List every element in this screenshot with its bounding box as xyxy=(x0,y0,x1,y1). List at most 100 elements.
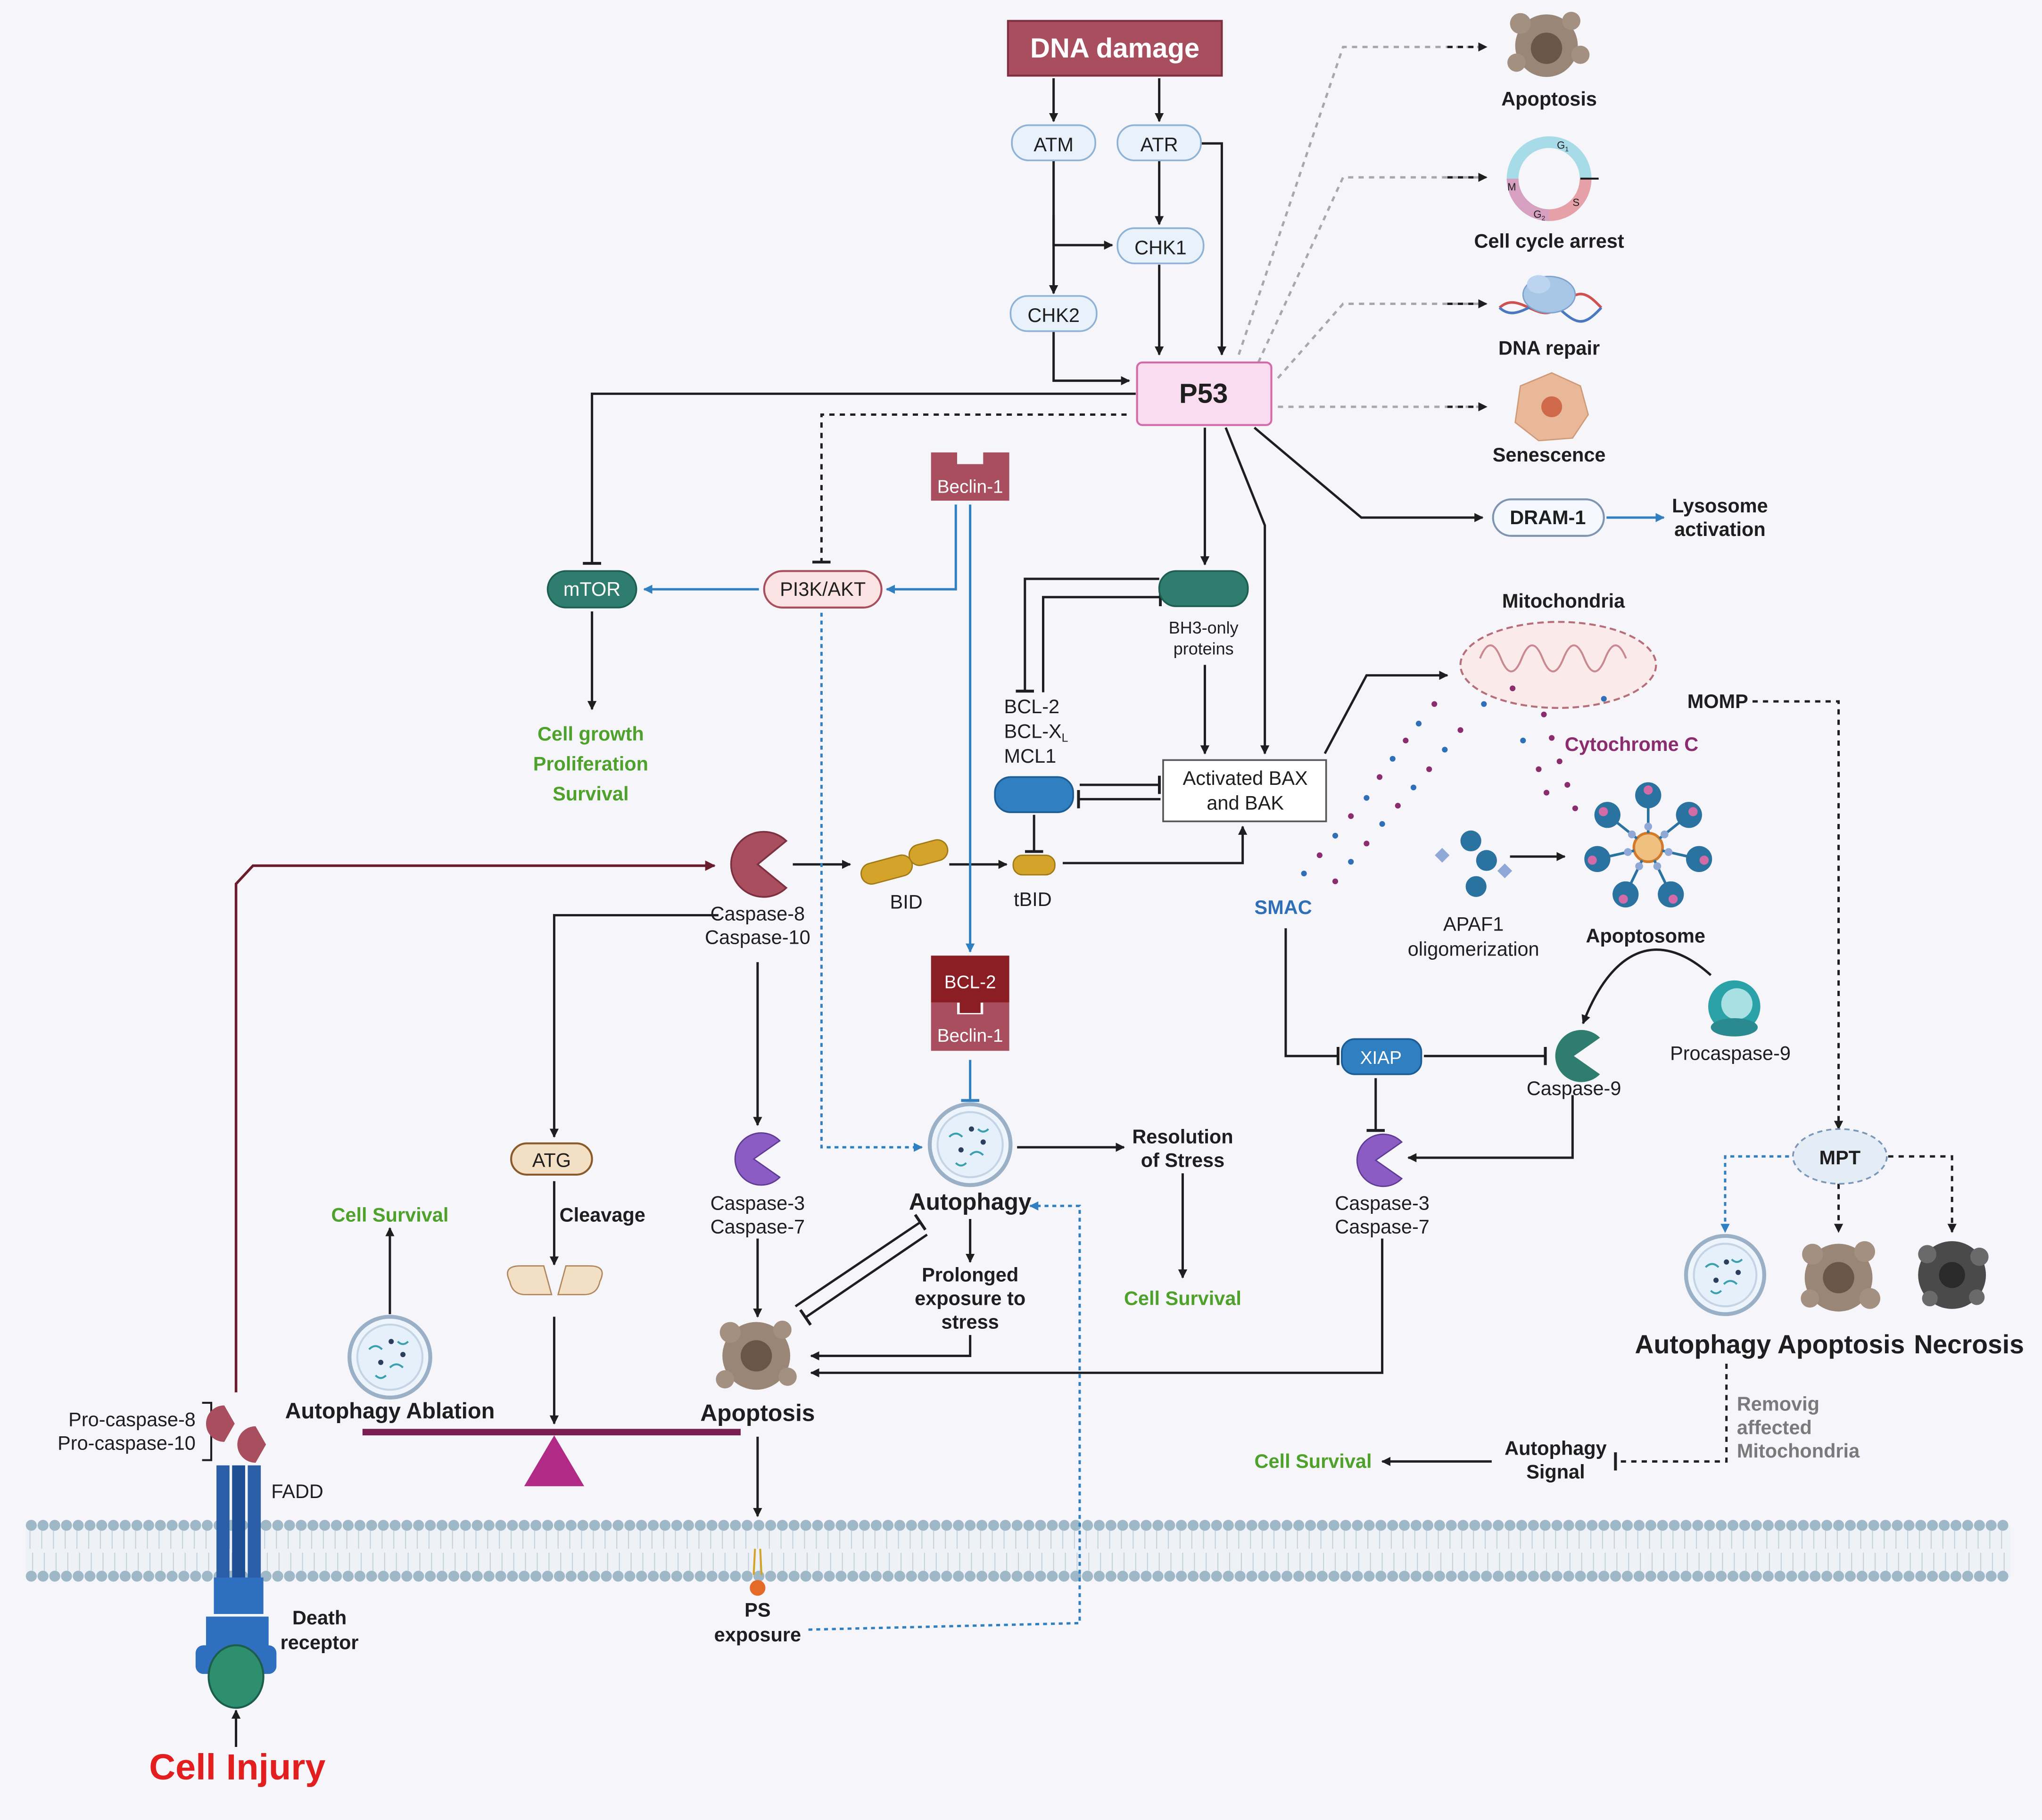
atg-label: ATG xyxy=(532,1149,571,1171)
caspase810-node: Caspase-8 Caspase-10 xyxy=(705,831,810,948)
outcome-apoptosis: Apoptosis xyxy=(1501,11,1597,110)
atr-label: ATR xyxy=(1141,133,1178,156)
removing-label-2: affected xyxy=(1737,1416,1812,1438)
ps-exposure-node: PS exposure xyxy=(714,1548,801,1646)
cleavage-label: Cleavage xyxy=(560,1203,645,1226)
outcome-cell-cycle-arrest: G1 S G2 M Cell cycle arrest xyxy=(1474,136,1624,252)
resolution-label-2: of Stress xyxy=(1141,1149,1224,1171)
cell-survival-center-label: Cell Survival xyxy=(1124,1287,1241,1309)
death-receptor-label-2: receptor xyxy=(281,1631,359,1654)
outcome-senescence-label: Senescence xyxy=(1493,444,1606,466)
mpt-node: MPT xyxy=(1792,1128,1888,1185)
atm-label: ATM xyxy=(1033,133,1073,156)
necrotic-cell-icon xyxy=(1918,1241,1989,1309)
apoptotic-cell-icon xyxy=(1801,1241,1881,1312)
apoptosome-node: Apoptosome xyxy=(1584,782,1712,947)
prolonged-label-2: exposure to xyxy=(915,1287,1025,1309)
bcl2-protein-shape xyxy=(994,776,1074,813)
p53-label: P53 xyxy=(1179,379,1228,409)
bax-label-1: Activated BAX xyxy=(1183,767,1308,789)
mpt-outcome-apoptosis: Apoptosis xyxy=(1777,1241,1905,1359)
mpt-outcome-autophagy: Autophagy xyxy=(1635,1234,1771,1359)
beclin1-complex-label: Beclin-1 xyxy=(937,1026,1003,1046)
mtor-label: mTOR xyxy=(563,578,620,600)
outcome-dna-repair-label: DNA repair xyxy=(1498,337,1600,359)
apaf1-icon xyxy=(1435,830,1513,897)
atg-node: ATG xyxy=(510,1142,593,1176)
mpt-apoptosis-label: Apoptosis xyxy=(1777,1330,1905,1359)
bcl2-family-label-3: MCL1 xyxy=(1004,745,1057,767)
prolonged-label-1: Prolonged xyxy=(922,1264,1018,1286)
chk1-label: CHK1 xyxy=(1134,236,1187,258)
bcl2-complex-label: BCL-2 xyxy=(944,972,996,992)
lysosome-label-1: Lysosome xyxy=(1672,494,1768,517)
atm-node: ATM xyxy=(1011,124,1096,162)
apaf1-label-2: oligomerization xyxy=(1408,938,1539,960)
mitochondria-node: Mitochondria MOMP xyxy=(1459,590,1748,712)
caspase37-left-label-2: Caspase-7 xyxy=(711,1215,805,1237)
lysosome-label-2: activation xyxy=(1674,518,1766,540)
dna-damage-box: DNA damage xyxy=(1007,20,1223,77)
cycle-g2-label: G2 xyxy=(1533,208,1545,222)
outcome-apoptosis-label: Apoptosis xyxy=(1501,88,1597,110)
autophagosome-icon xyxy=(1684,1234,1767,1316)
smac-label: SMAC xyxy=(1255,896,1312,918)
death-receptor-label-1: Death xyxy=(292,1606,347,1629)
cytochrome-c-label: Cytochrome C xyxy=(1565,733,1698,755)
bh3-label-1: BH3-only xyxy=(1169,618,1239,637)
death-receptor-signal-arrow xyxy=(234,860,716,1392)
bh3-label-2: proteins xyxy=(1174,639,1234,658)
dna-damage-label: DNA damage xyxy=(1030,33,1199,64)
balance-seesaw xyxy=(362,1429,741,1486)
atr-node: ATR xyxy=(1116,124,1202,162)
xiap-label: XIAP xyxy=(1360,1048,1402,1068)
apoptotic-cell-icon xyxy=(1507,11,1590,77)
removing-label-3: Mitochondria xyxy=(1737,1440,1860,1462)
dna-repair-icon xyxy=(1498,275,1603,323)
autophagy-ablation-node: Autophagy Ablation xyxy=(285,1315,495,1423)
caspase9-node: Caspase-9 xyxy=(1527,1029,1621,1099)
caspase37-right-node: Caspase-3 Caspase-7 xyxy=(1335,1133,1430,1237)
cell-injury-label: Cell Injury xyxy=(149,1747,325,1787)
caspase37-right-label-2: Caspase-7 xyxy=(1335,1215,1430,1237)
outcome-dna-repair: DNA repair xyxy=(1498,275,1603,359)
chk1-node: CHK1 xyxy=(1116,227,1205,264)
apoptosome-label: Apoptosome xyxy=(1586,925,1705,947)
autophagosome-icon xyxy=(347,1315,432,1400)
bcl2-family-label-2: BCL-XL xyxy=(1004,720,1068,744)
caspase37-left-node: Caspase-3 Caspase-7 xyxy=(711,1132,805,1237)
bid-node: BID xyxy=(860,839,949,913)
removing-label-1: Removig xyxy=(1737,1393,1819,1415)
apoptosome-icon xyxy=(1584,782,1712,908)
cell-growth-label-3: Survival xyxy=(553,782,628,805)
cell-membrane xyxy=(25,1520,2011,1582)
beclin1-top-label: Beclin-1 xyxy=(937,477,1003,497)
cell-cycle-icon: G1 S G2 M xyxy=(1506,136,1599,222)
cycle-g1-label: G1 xyxy=(1557,139,1569,153)
outcome-senescence: Senescence xyxy=(1493,372,1606,466)
autophagy-ablation-label: Autophagy Ablation xyxy=(285,1398,495,1423)
mitochondria-label: Mitochondria xyxy=(1502,590,1625,612)
xiap-node: XIAP xyxy=(1341,1038,1422,1075)
resolution-label-1: Resolution xyxy=(1132,1126,1233,1148)
caspase37-left-label-1: Caspase-3 xyxy=(711,1192,805,1214)
p53-node: P53 xyxy=(1136,361,1273,426)
dram1-label: DRAM-1 xyxy=(1510,506,1586,528)
mpt-label: MPT xyxy=(1819,1146,1861,1169)
death-receptor xyxy=(195,1465,277,1709)
momp-label: MOMP xyxy=(1687,690,1748,712)
apoptosis-center-node: Apoptosis xyxy=(700,1320,815,1426)
pro-caspase-label-1: Pro-caspase-8 xyxy=(68,1408,196,1431)
beclin1-top-node: Beclin-1 xyxy=(931,452,1009,501)
bcl2-beclin-complex: BCL-2 Beclin-1 xyxy=(931,955,1009,1051)
autophagy-signal-label-2: Signal xyxy=(1526,1460,1585,1482)
dram1-node: DRAM-1 xyxy=(1492,498,1605,537)
cell-survival-right-label: Cell Survival xyxy=(1255,1450,1372,1472)
tbid-label: tBID xyxy=(1014,888,1052,910)
connectors xyxy=(231,42,1957,1747)
pi3k-akt-node: PI3K/AKT xyxy=(763,570,883,609)
bh3-only-node: BH3-only proteins xyxy=(1158,570,1249,658)
cell-survival-left-label: Cell Survival xyxy=(331,1203,448,1226)
pi3k-akt-label: PI3K/AKT xyxy=(780,578,866,600)
tbid-node: tBID xyxy=(1012,854,1056,910)
